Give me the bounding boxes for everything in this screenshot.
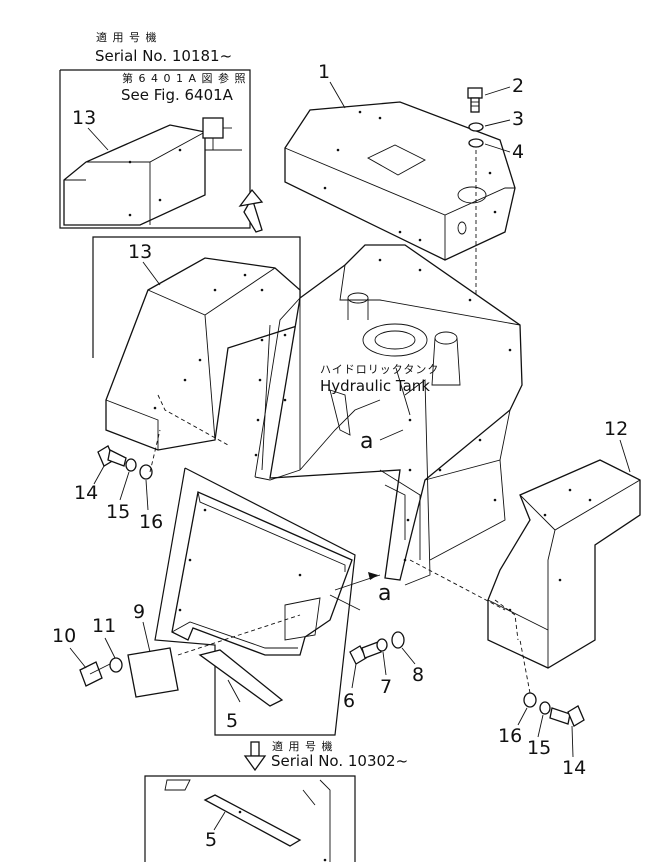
label-3: 3	[512, 108, 524, 130]
plate-5-main: 5 a	[154, 467, 391, 736]
label-1: 1	[318, 61, 330, 83]
label-15-left: 15	[106, 501, 130, 523]
cover-13-inset	[63, 124, 206, 226]
cover-13-main	[105, 257, 301, 451]
top-cover-1: 1	[284, 61, 516, 261]
label-12: 12	[604, 418, 628, 440]
inset-13-main: 13	[92, 236, 301, 451]
label-7: 7	[380, 676, 392, 698]
bolt-2-icon	[467, 87, 483, 113]
view-ref-a-upper: a	[360, 429, 373, 454]
serial-note-top-en: Serial No. 10181~	[95, 47, 232, 65]
label-2: 2	[512, 75, 524, 97]
washer-7-icon	[376, 638, 388, 652]
label-5-main: 5	[226, 710, 238, 732]
label-16-left: 16	[139, 511, 163, 533]
label-13-inset: 13	[72, 107, 96, 129]
washer-8-icon	[391, 631, 405, 649]
down-arrow-icon	[243, 741, 267, 772]
washer-11-icon	[109, 657, 123, 673]
label-11: 11	[92, 615, 116, 637]
washer-16-left-icon	[139, 464, 153, 480]
label-15-right: 15	[527, 737, 551, 759]
inset-top-left: 適 用 号 機 Serial No. 10181~ 第 6 4 0 1 A 図 …	[59, 30, 251, 229]
main-frame: ハイドロリックタンク Hydraulic Tank a	[254, 244, 523, 586]
label-5-inset: 5	[205, 829, 217, 851]
plate-9	[127, 647, 179, 698]
label-4: 4	[512, 141, 524, 163]
cover-12: 12	[409, 418, 641, 669]
serial-note-bottom-jp: 適 用 号 機	[272, 739, 334, 753]
label-14-left: 14	[74, 482, 98, 504]
washer-15-right-icon	[539, 701, 551, 715]
see-fig-en: See Fig. 6401A	[121, 86, 234, 104]
label-16-right: 16	[498, 725, 522, 747]
bolt-14-left-icon	[97, 445, 127, 467]
washer-4-icon	[468, 138, 484, 148]
label-10: 10	[52, 625, 76, 647]
washer-15-left-icon	[125, 458, 137, 472]
hydraulic-tank-en: Hydraulic Tank	[320, 377, 430, 395]
serial-note-bottom-en: Serial No. 10302~	[271, 752, 408, 770]
up-arrow-icon	[238, 188, 264, 233]
serial-note-top-jp: 適 用 号 機	[96, 30, 158, 44]
view-ref-a-lower: a	[378, 581, 391, 606]
label-13-main: 13	[128, 241, 152, 263]
label-6: 6	[343, 690, 355, 712]
hydraulic-tank-jp: ハイドロリックタンク	[320, 363, 439, 376]
see-fig-jp: 第 6 4 0 1 A 図 参 照	[122, 71, 247, 85]
bolt-6-icon	[349, 641, 382, 665]
label-14-right: 14	[562, 757, 586, 779]
washer-16-right-icon	[523, 692, 537, 708]
label-9: 9	[133, 601, 145, 623]
washer-3-icon	[468, 122, 484, 132]
label-8: 8	[412, 664, 424, 686]
inset-bottom: 5	[144, 775, 356, 862]
bracket-icon	[202, 117, 224, 139]
bolt-14-right-icon	[549, 705, 585, 727]
